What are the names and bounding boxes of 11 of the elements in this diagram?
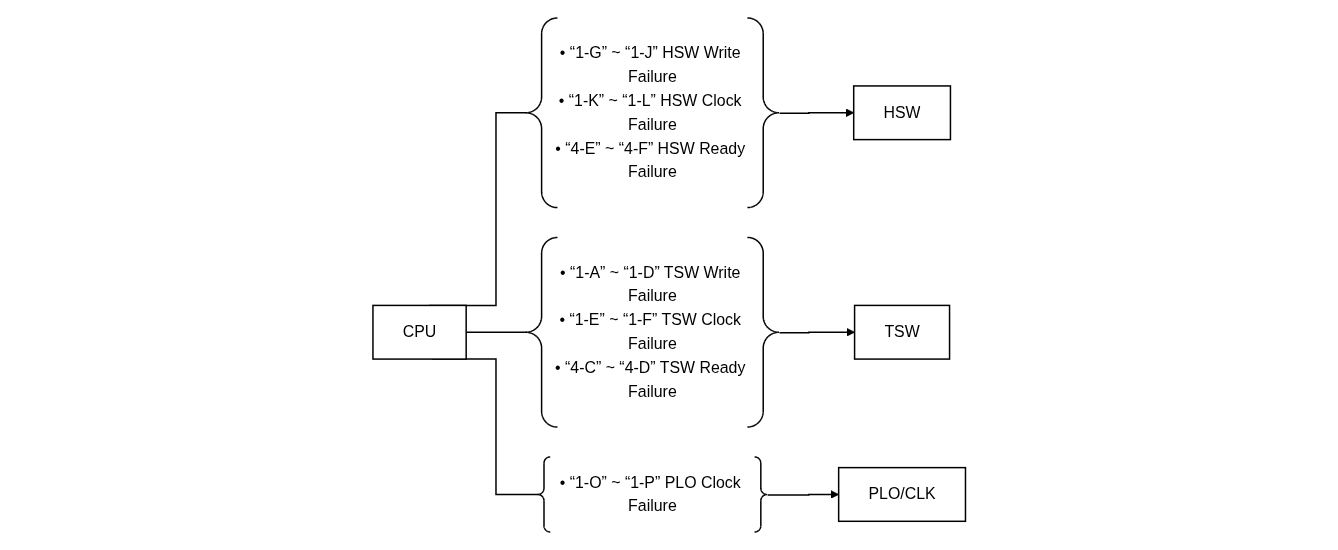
node-box: PLO/CLK xyxy=(837,466,966,523)
node-text: • “1-A” ~ “1-D” TSW Write Failure • “1-E” ~ “1-F” TSW Clock Failure • “4-C” ~ “4-D” TSW Ready Failure xyxy=(554,263,746,400)
arrow xyxy=(778,327,855,337)
node-text: • “1-G” ~ “1-J” HSW Write Failure • “1-K” ~ “1-L” HSW Clock Failure • “4-E” ~ “4-F” HSW Ready Failure xyxy=(555,44,745,181)
node-box: TSW xyxy=(853,304,951,360)
node-text: • “1-O” ~ “1-P” PLO Clock Failure xyxy=(559,473,741,515)
arrow xyxy=(766,490,839,499)
arrow xyxy=(778,108,854,118)
node-box: HSW xyxy=(852,85,951,141)
node-box: CPU xyxy=(372,304,467,360)
connector xyxy=(465,331,527,334)
